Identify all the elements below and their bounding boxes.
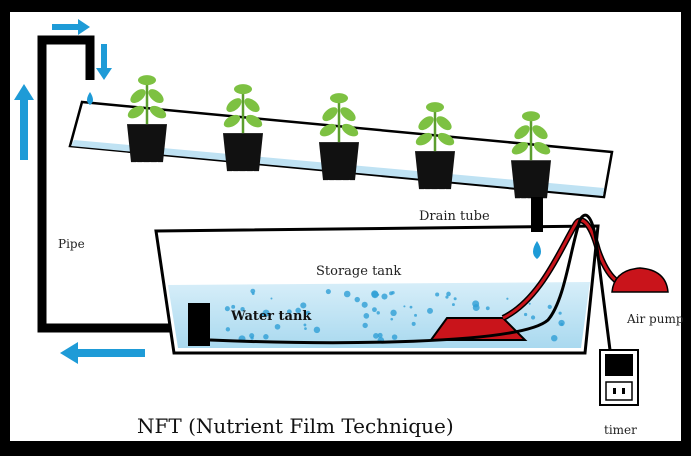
diagram-title: NFT (Nutrient Film Technique)	[137, 414, 454, 438]
drain-tube-label: Drain tube	[419, 209, 490, 224]
water-tank-label: Water tank	[230, 309, 312, 324]
plant-icon	[127, 75, 167, 172]
drain-tube	[531, 197, 543, 232]
nft-channel	[68, 75, 614, 208]
storage-tank-label: Storage tank	[316, 264, 401, 279]
air-pump	[611, 267, 669, 293]
plant-icon	[223, 84, 263, 181]
drain-drop-icon	[533, 241, 541, 259]
plant-row	[127, 75, 551, 208]
timer-label: timer	[604, 423, 637, 437]
storage-tank	[154, 224, 600, 355]
plant-icon	[415, 102, 455, 199]
arrow-down-icon	[96, 44, 112, 80]
plant-icon	[511, 111, 551, 208]
supply-pipe	[37, 35, 196, 333]
power-outlet-icon	[605, 381, 633, 401]
arrow-up-icon	[14, 84, 34, 160]
air-pump-label: Air pump	[626, 312, 684, 326]
arrow-right-icon	[52, 19, 90, 35]
timer-device	[599, 349, 639, 406]
power-cord	[209, 213, 612, 351]
submersible-pump	[188, 303, 210, 346]
plant-icon	[319, 93, 359, 190]
pipe-label: Pipe	[58, 237, 85, 251]
arrow-left-icon	[60, 342, 145, 364]
water-drop-icon	[87, 92, 93, 105]
flow-arrows	[14, 19, 145, 364]
